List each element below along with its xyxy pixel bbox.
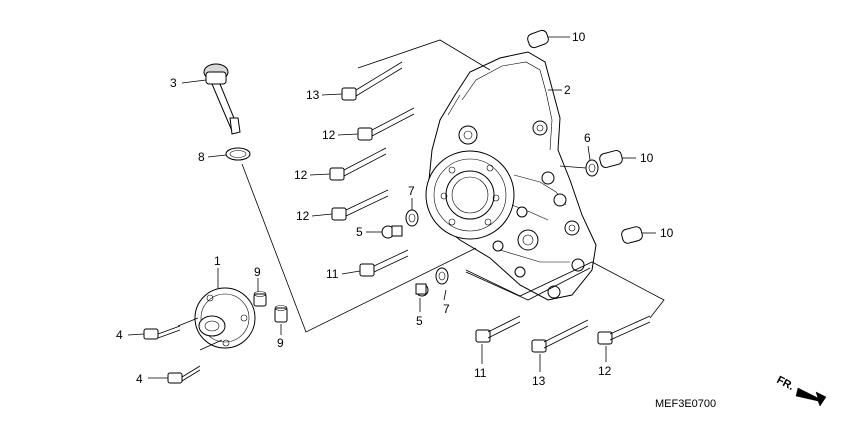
callouts: 10 2 3 8 1 9 9 4 4 13 12 12 12 5 7 11 5 … [116, 30, 674, 388]
bolt-4a [143, 325, 181, 340]
bolt-4b [167, 365, 201, 384]
callout-13-upper: 13 [306, 88, 320, 102]
callout-9-lower: 9 [277, 336, 284, 350]
callout-5-upper: 5 [356, 225, 363, 239]
callout-5-lower: 5 [416, 314, 423, 328]
callout-10-low: 10 [660, 226, 674, 240]
callout-7-lower: 7 [443, 302, 450, 316]
washer-7-upper [405, 209, 419, 227]
diagram-code: MEF3E0700 [655, 398, 716, 410]
bolt-12-c [331, 189, 389, 221]
callout-6: 6 [584, 131, 591, 145]
dowel-10-mid [599, 150, 623, 168]
bolt-11-left [359, 249, 409, 277]
bolt-12-b [329, 147, 387, 181]
callout-8: 8 [198, 150, 205, 164]
o-ring-8 [225, 147, 251, 161]
callout-10-top: 10 [572, 30, 586, 44]
callout-4-upper: 4 [116, 328, 123, 342]
callout-12-c: 12 [296, 209, 310, 223]
arrow-icon [795, 387, 827, 407]
callout-9-upper: 9 [254, 265, 261, 279]
callout-13-bottom: 13 [532, 374, 546, 388]
callout-12-a: 12 [322, 128, 336, 142]
washer-7-lower [435, 267, 449, 285]
callout-4-lower: 4 [136, 372, 143, 386]
front-direction-arrow: FR. [775, 374, 827, 407]
callout-7-upper: 7 [408, 184, 415, 198]
bolt-12-bottom [597, 315, 651, 345]
bolt-13-bottom [531, 319, 589, 353]
bolt-5-upper [381, 225, 403, 239]
callout-11-left: 11 [326, 267, 339, 281]
dowel-pin-9b [274, 305, 288, 323]
leader-lines [127, 36, 665, 379]
callout-12-b: 12 [294, 168, 308, 182]
oil-filler-cap [203, 63, 241, 135]
dowel-pin-9a [253, 291, 267, 307]
bolt-5-lower [415, 283, 429, 297]
bolt-13-upper [341, 61, 403, 101]
pulser-cover [194, 287, 256, 349]
crankcase-cover [425, 51, 597, 301]
bolt-12-a [357, 107, 415, 141]
front-direction-label: FR. [775, 374, 796, 393]
callout-2: 2 [564, 83, 571, 97]
dowel-10-low [621, 226, 643, 244]
callout-3: 3 [170, 76, 177, 90]
callout-10-mid: 10 [640, 151, 654, 165]
dowel-10-top [527, 29, 549, 49]
bolt-11-bottom [475, 315, 521, 343]
callout-12-bottom: 12 [598, 364, 612, 378]
callout-11-bottom: 11 [474, 366, 487, 380]
washer-6 [585, 159, 599, 177]
callout-1: 1 [214, 254, 221, 268]
